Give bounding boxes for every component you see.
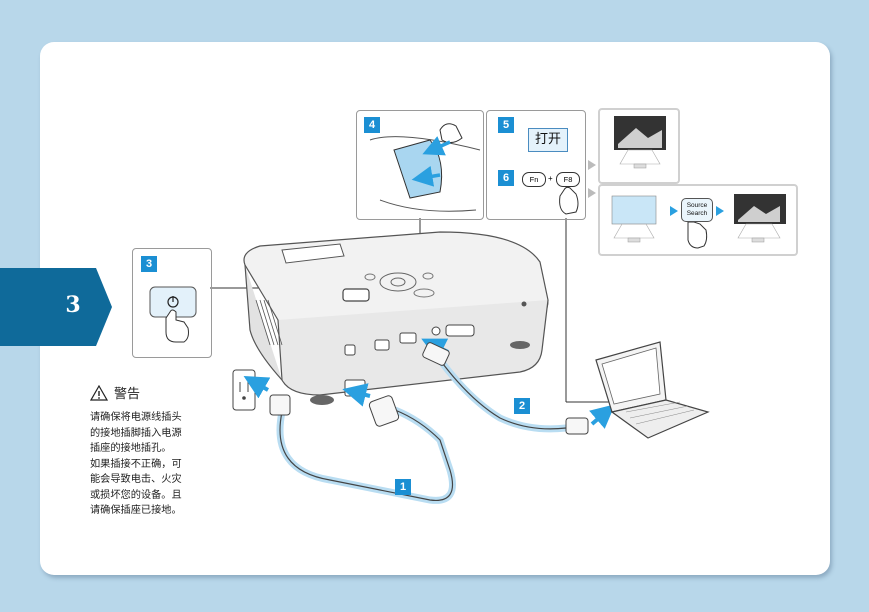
power-cable [269,394,456,504]
step-badge-3: 3 [141,256,157,272]
plug-arrow-projector [342,383,371,407]
warning-line: 的接地插脚插入电源 [90,427,182,439]
vga-cable [422,342,589,435]
step4-panel [356,110,484,220]
step3-panel [132,248,212,358]
projected-image-result [734,194,786,243]
plus-sign: + [548,174,553,183]
laptop [595,341,710,439]
hand-icon [559,186,579,215]
warning-block: 警告 请确保将电源线插头 的接地插脚插入电源 插座的接地插孔。 如果插接不正确，… [90,383,230,519]
result-panel-bottom [598,184,798,256]
result-panel-top [598,108,680,184]
power-button-callout [342,288,370,302]
step-badge-4: 4 [364,117,380,133]
warning-line: 能会导致电击、火灾 [90,474,182,485]
power-button-illustration [149,286,197,343]
step-badge-6: 6 [498,170,514,186]
step5-6-panel [486,110,586,220]
warning-line: 请确保插座已接地。 [90,505,182,516]
projected-blank-screen [611,195,657,243]
warning-heading: 警告 [90,383,230,402]
projected-image-top [614,116,666,169]
step-badge-2: 2 [514,398,530,414]
fn-key: Fn [522,172,546,187]
warning-line: 请确保将电源线插头 [90,412,182,423]
section-tab [0,268,112,346]
plug-arrow-outlet [243,376,271,399]
step-badge-1: 1 [395,479,411,495]
source-search-line2: Search [686,210,708,217]
warning-triangle-icon [90,384,108,401]
wall-outlet [232,369,256,411]
step-badge-5: 5 [498,117,514,133]
warning-line: 如果插接不正确，可 [90,458,182,470]
f8-key: F8 [556,172,580,187]
power-on-label: 打开 [528,128,568,152]
section-number: 3 [65,292,81,318]
step4-illustration [369,123,481,212]
source-search-button: Source Search [681,198,713,222]
warning-line: 或损坏您的设备。且 [90,489,182,501]
projector [243,231,549,405]
warning-title: 警告 [114,387,141,402]
vga-arrow-laptop [589,404,616,429]
warning-line: 插座的接地插孔。 [90,443,172,454]
hand-icon-2 [687,221,708,249]
source-search-line1: Source [686,202,708,209]
